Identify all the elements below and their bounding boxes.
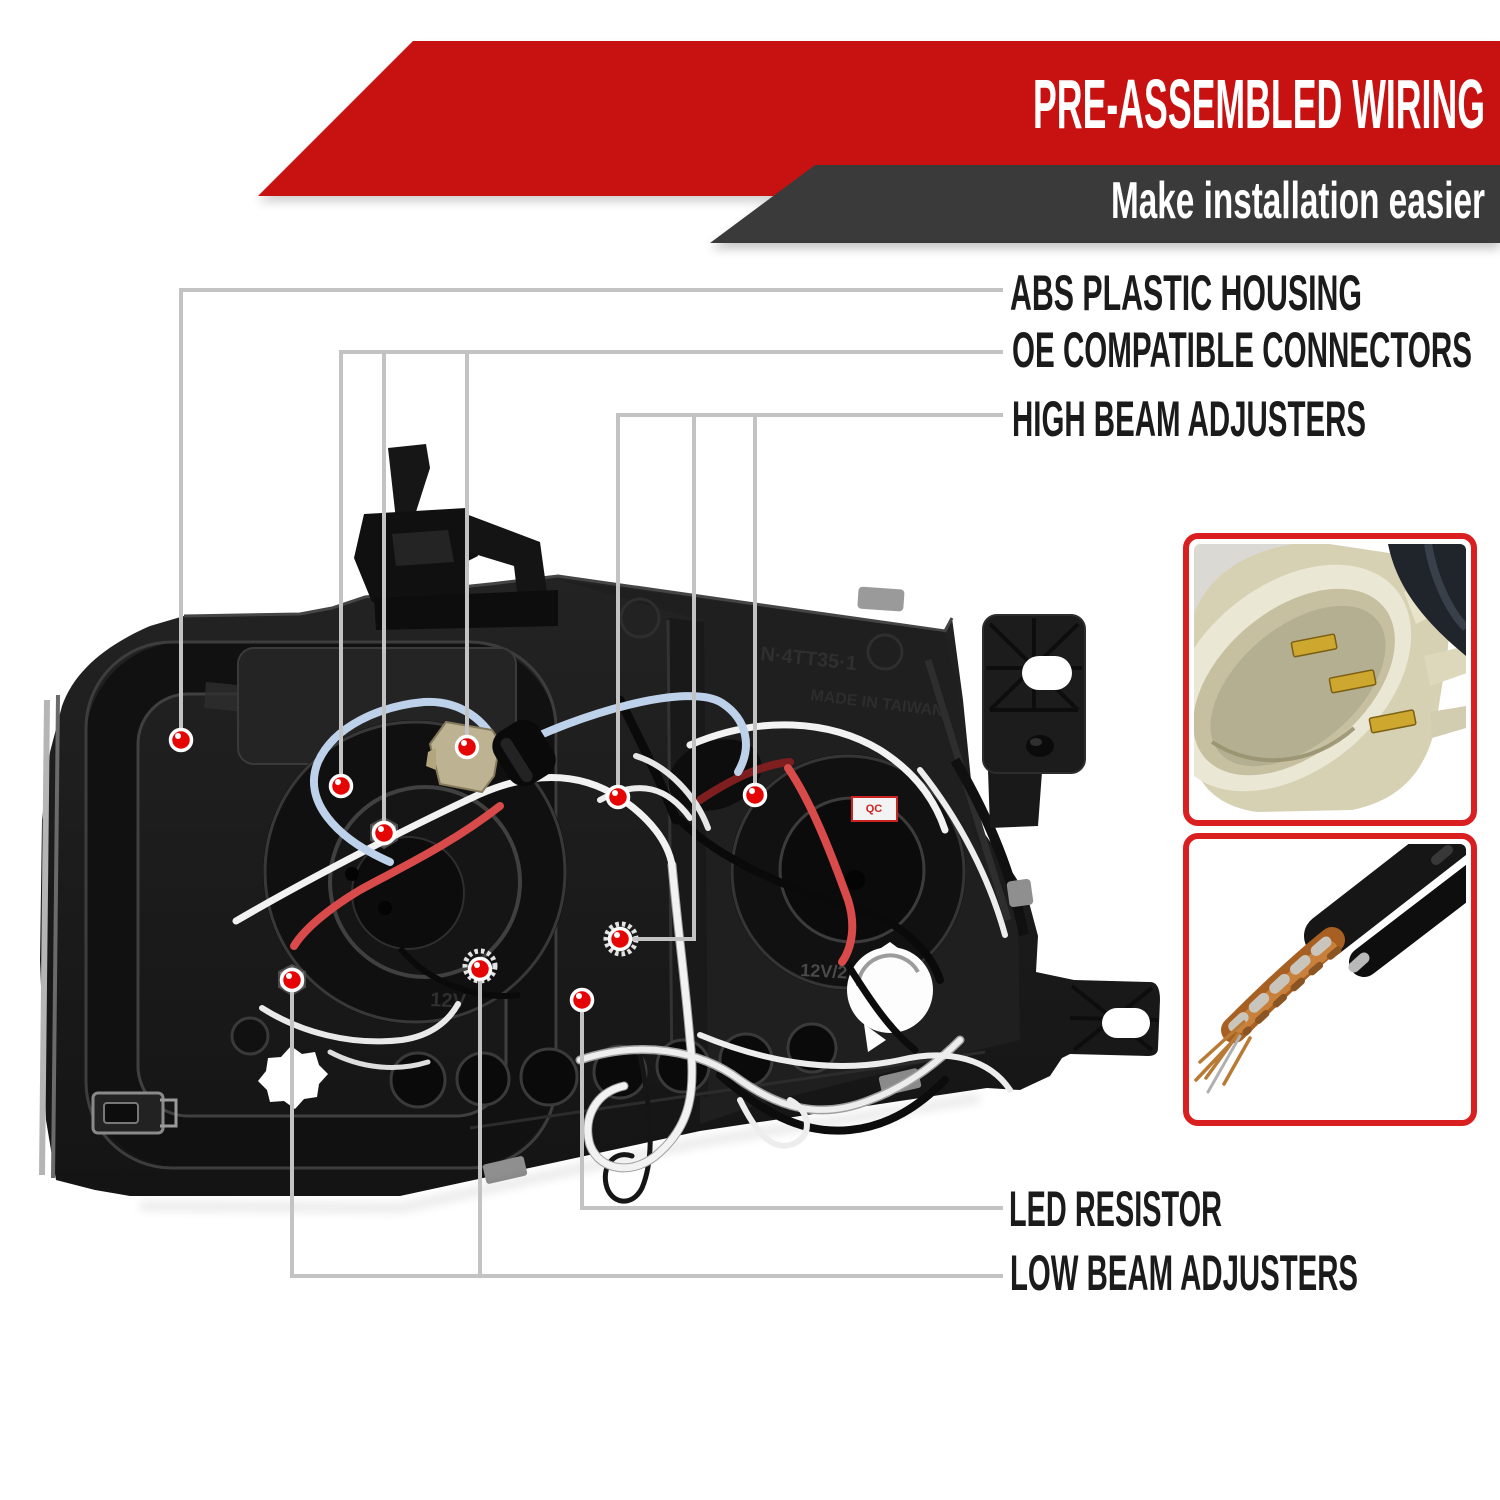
svg-text:12V: 12V: [430, 989, 467, 1013]
svg-text:LOW BEAM ADJUSTERS: LOW BEAM ADJUSTERS: [1010, 1245, 1358, 1301]
svg-text:OE COMPATIBLE CONNECTORS: OE COMPATIBLE CONNECTORS: [1012, 322, 1472, 378]
svg-text:Make installation easier: Make installation easier: [1111, 172, 1485, 230]
svg-text:HIGH BEAM ADJUSTERS: HIGH BEAM ADJUSTERS: [1012, 391, 1366, 447]
svg-text:12V/2: 12V/2: [800, 960, 848, 982]
svg-text:LED RESISTOR: LED RESISTOR: [1009, 1181, 1222, 1237]
svg-text:PRE-ASSEMBLED WIRING: PRE-ASSEMBLED WIRING: [1033, 65, 1485, 143]
svg-text:ABS PLASTIC HOUSING: ABS PLASTIC HOUSING: [1010, 265, 1362, 321]
svg-text:QC: QC: [866, 803, 883, 815]
